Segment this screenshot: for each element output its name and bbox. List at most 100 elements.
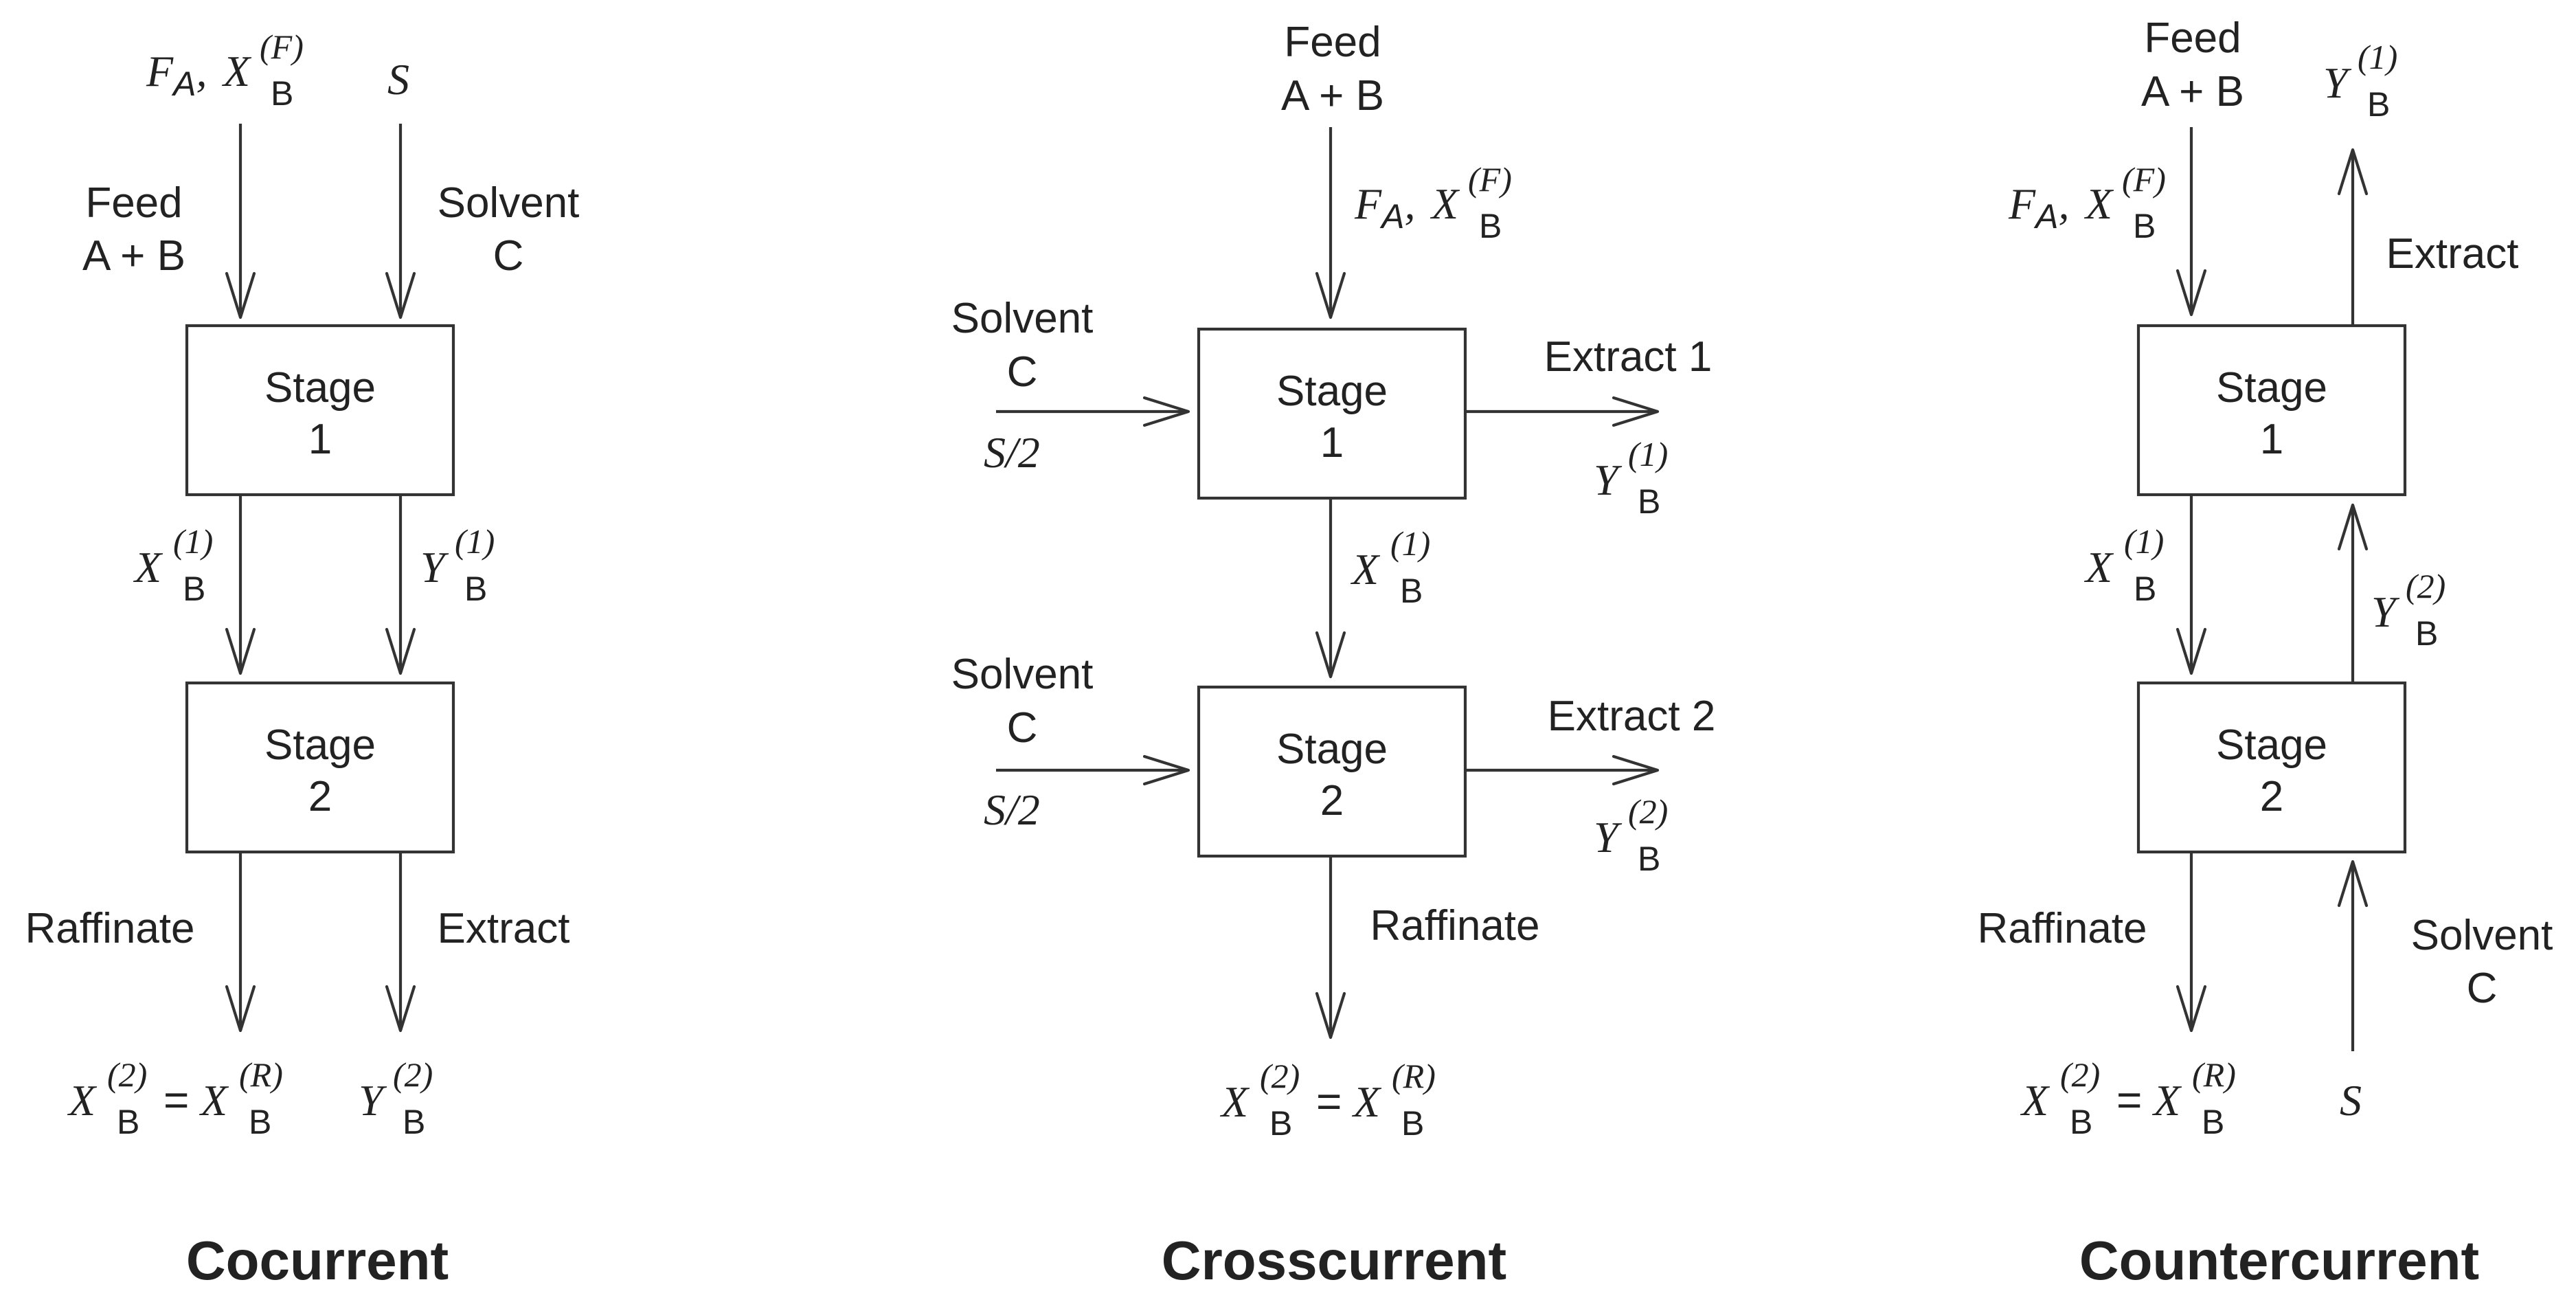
raffinate-1-superscript: (1) xyxy=(1390,524,1430,563)
solvent-2-label: Solvent xyxy=(951,651,1094,698)
feed-components-label: A + B xyxy=(1281,72,1384,120)
solvent-in-arrowhead xyxy=(2337,860,2369,908)
raffinate-out-arrowhead xyxy=(225,985,256,1033)
raffinate-out-arrowhead xyxy=(2176,985,2207,1033)
raffinate-2-subscript: B xyxy=(1269,1104,1292,1143)
stage-1-number: 1 xyxy=(2260,416,2283,463)
extract-1-arrowhead xyxy=(385,627,416,675)
raffinate-2-subscript: B xyxy=(2070,1103,2092,1141)
extract-2-label: Extract 2 xyxy=(1548,693,1716,740)
raffinate-2-superscript: (2) xyxy=(2060,1055,2100,1094)
solvent-label: Solvent xyxy=(438,179,580,227)
solvent-1-label: Solvent xyxy=(951,295,1094,342)
feed-composition-symbol: X xyxy=(1430,179,1460,228)
feed-flow-symbol: FA, xyxy=(1354,179,1415,236)
stage-2-number: 2 xyxy=(1320,777,1344,824)
raffinate-1-superscript: (1) xyxy=(2124,522,2164,561)
raffinate-final-superscript: (R) xyxy=(2192,1055,2236,1094)
extract-2-arrowhead xyxy=(1612,754,1660,786)
feed-arrowhead xyxy=(2176,269,2207,317)
stage-2-label: Stage xyxy=(2216,721,2327,769)
stage-2-box xyxy=(1197,685,1467,858)
raffinate-final-subscript: B xyxy=(249,1103,271,1141)
solvent-2-flow-symbol: S/2 xyxy=(984,785,1040,834)
extract-2-superscript: (2) xyxy=(2406,567,2445,605)
raffinate-label: Raffinate xyxy=(25,905,194,952)
raffinate-1-arrowhead xyxy=(1315,631,1346,679)
raffinate-2-symbol: X xyxy=(2020,1076,2050,1125)
stage-1-label: Stage xyxy=(1276,368,1388,415)
stage-1-label: Stage xyxy=(2216,364,2327,412)
crosscurrent-title: Crosscurrent xyxy=(1162,1230,1506,1291)
stage-1-label: Stage xyxy=(264,364,376,412)
stage-2-box xyxy=(185,681,455,854)
extract-1-superscript: (1) xyxy=(1628,435,1668,473)
extract-1-subscript: B xyxy=(464,570,487,608)
solvent-1-arrowhead xyxy=(1142,396,1190,427)
cocurrent-title: Cocurrent xyxy=(186,1230,449,1291)
stage-1-number: 1 xyxy=(308,416,332,463)
feed-composition-subscript: B xyxy=(1479,207,1502,245)
stage-1-box xyxy=(2136,324,2407,497)
panel-cocurrent: FA, X (F) B S Feed A + B Solvent C Stage… xyxy=(25,27,579,1291)
equals-sign: = xyxy=(1316,1077,1342,1126)
raffinate-1-subscript: B xyxy=(183,570,205,608)
raffinate-final-symbol: X xyxy=(2151,1076,2182,1125)
stage-1-box xyxy=(185,324,455,497)
stage-2-label: Stage xyxy=(264,721,376,769)
extract-label: Extract xyxy=(2386,230,2519,278)
stage-1-number: 1 xyxy=(1320,419,1344,467)
solvent-flow-symbol: S xyxy=(2340,1076,2362,1125)
raffinate-final-superscript: (R) xyxy=(1392,1057,1436,1095)
feed-label: Feed xyxy=(2144,14,2241,62)
raffinate-final-symbol: X xyxy=(199,1076,229,1125)
feed-arrowhead xyxy=(225,271,256,319)
raffinate-1-subscript: B xyxy=(1400,572,1423,610)
raffinate-1-arrowhead xyxy=(225,627,256,675)
stage-2-number: 2 xyxy=(308,773,332,820)
extract-1-symbol: Y xyxy=(420,543,449,592)
raffinate-final-symbol: X xyxy=(1351,1077,1382,1126)
extract-2-symbol: Y xyxy=(2371,587,2400,636)
raffinate-final-subscript: B xyxy=(1401,1104,1424,1143)
extract-2-symbol: Y xyxy=(359,1076,387,1125)
extract-2-subscript: B xyxy=(1638,840,1660,878)
raffinate-1-subscript: B xyxy=(2134,570,2156,608)
solvent-label: Solvent xyxy=(2411,912,2553,959)
feed-composition-symbol: X xyxy=(221,47,252,96)
raffinate-out-arrowhead xyxy=(1315,991,1346,1040)
raffinate-2-symbol: X xyxy=(67,1076,98,1125)
solvent-arrowhead xyxy=(385,271,416,319)
solvent-2-component-label: C xyxy=(1007,704,1038,752)
panel-countercurrent: Feed A + B Y (1) B FA, X (F) B Extract S… xyxy=(1977,14,2553,1291)
solvent-2-arrowhead xyxy=(1142,754,1190,786)
feed-flow-symbol: FA, xyxy=(146,47,207,103)
solvent-1-flow-symbol: S/2 xyxy=(984,428,1040,477)
feed-components-label: A + B xyxy=(82,232,185,280)
extract-out-superscript: (1) xyxy=(2358,38,2397,76)
raffinate-2-subscript: B xyxy=(117,1103,139,1141)
extract-1-subscript: B xyxy=(1638,482,1660,521)
feed-flow-symbol: FA, xyxy=(2008,179,2069,236)
extract-out-arrowhead xyxy=(2337,148,2369,196)
equals-sign: = xyxy=(163,1075,189,1125)
feed-composition-symbol: X xyxy=(2083,179,2114,228)
extract-out-symbol: Y xyxy=(2323,58,2352,107)
solvent-component-label: C xyxy=(2467,965,2498,1012)
raffinate-final-superscript: (R) xyxy=(239,1055,283,1094)
stage-2-box xyxy=(2136,681,2407,854)
extract-1-label: Extract 1 xyxy=(1544,333,1713,381)
extract-2-superscript: (2) xyxy=(1628,792,1668,831)
extract-2-symbol: Y xyxy=(1594,813,1623,862)
extract-2-superscript: (2) xyxy=(393,1055,433,1094)
raffinate-1-symbol: X xyxy=(1350,545,1381,594)
raffinate-2-superscript: (2) xyxy=(1260,1057,1300,1095)
extract-1-arrowhead xyxy=(1612,396,1660,427)
raffinate-final-subscript: B xyxy=(2202,1103,2224,1141)
feed-composition-subscript: B xyxy=(271,74,293,113)
extract-label: Extract xyxy=(438,905,570,952)
raffinate-1-symbol: X xyxy=(133,543,163,592)
feed-composition-superscript: (F) xyxy=(260,27,304,66)
extract-2-arrowhead xyxy=(2337,503,2369,551)
feed-composition-superscript: (F) xyxy=(1468,160,1512,199)
